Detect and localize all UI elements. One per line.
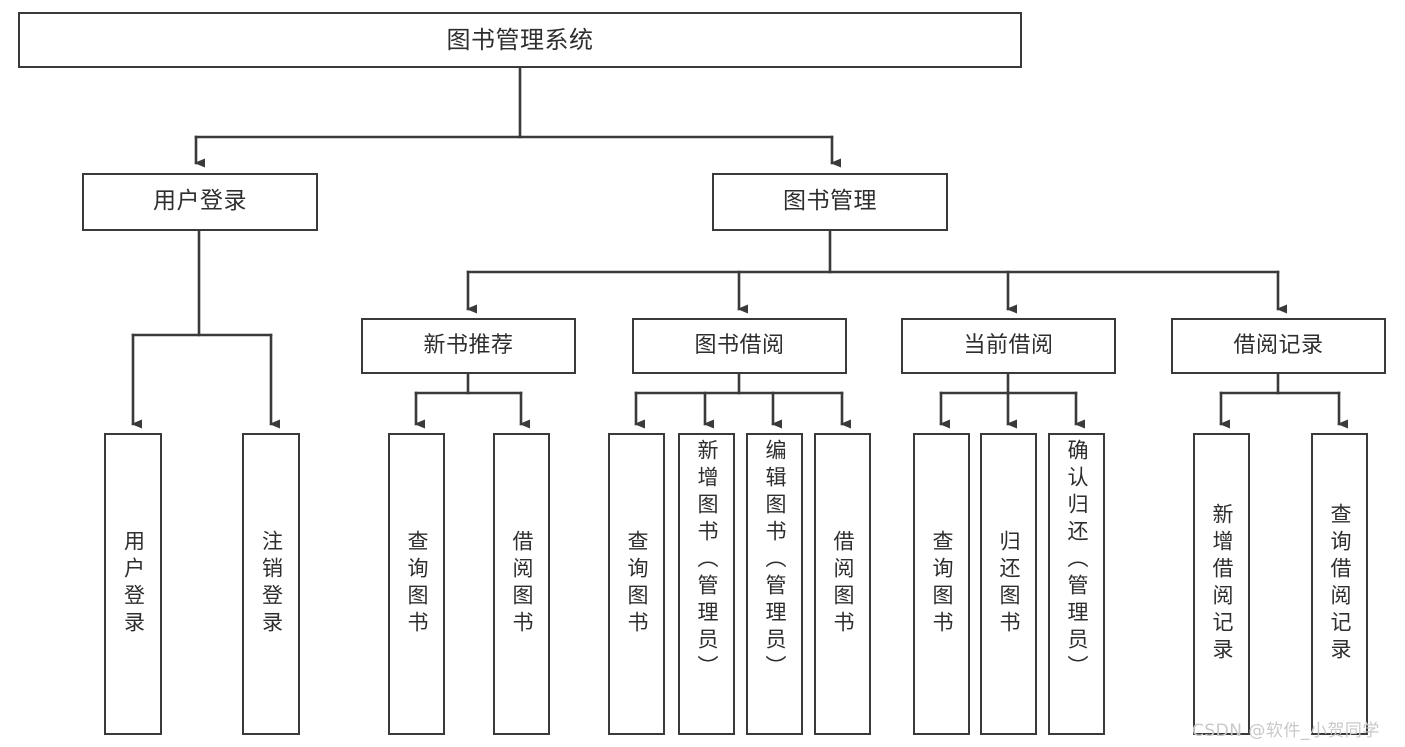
node-leaf-logout-label: 注销登录	[259, 530, 284, 638]
node-borrow-record-label: 借阅记录	[1233, 333, 1324, 359]
node-leaf-query-record-label: 查询借阅记录	[1328, 503, 1352, 665]
node-leaf-query-book-1[interactable]: 查询图书	[388, 433, 445, 735]
node-leaf-query-book-2[interactable]: 查询图书	[608, 433, 665, 735]
node-leaf-edit-book-label: 编辑图书（管理员）	[763, 439, 787, 682]
node-leaf-return-book[interactable]: 归还图书	[980, 433, 1037, 735]
node-leaf-user-login-label: 用户登录	[121, 530, 146, 638]
node-leaf-query-book-3-label: 查询图书	[930, 530, 954, 638]
node-leaf-add-record[interactable]: 新增借阅记录	[1193, 433, 1250, 735]
node-book-manage-label: 图书管理	[783, 188, 877, 215]
node-leaf-logout[interactable]: 注销登录	[242, 433, 300, 735]
node-new-book-rec-label: 新书推荐	[423, 333, 514, 359]
node-leaf-borrow-book-1-label: 借阅图书	[510, 530, 534, 638]
watermark-text: CSDN @软件_小贺同学	[1192, 721, 1380, 741]
node-user-login[interactable]: 用户登录	[82, 173, 318, 231]
node-leaf-return-book-label: 归还图书	[997, 530, 1021, 638]
node-leaf-borrow-book-2-label: 借阅图书	[831, 530, 855, 638]
node-leaf-user-login[interactable]: 用户登录	[104, 433, 162, 735]
node-root-label: 图书管理系统	[446, 25, 594, 54]
node-leaf-query-book-1-label: 查询图书	[405, 530, 429, 638]
node-leaf-query-book-2-label: 查询图书	[625, 530, 649, 638]
node-leaf-query-record[interactable]: 查询借阅记录	[1311, 433, 1368, 735]
node-book-borrow-label: 图书借阅	[694, 333, 785, 359]
node-leaf-confirm-return[interactable]: 确认归还（管理员）	[1048, 433, 1105, 735]
node-current-borrow[interactable]: 当前借阅	[901, 318, 1116, 374]
node-book-manage[interactable]: 图书管理	[712, 173, 948, 231]
node-leaf-add-book-label: 新增图书（管理员）	[695, 439, 719, 682]
node-borrow-record[interactable]: 借阅记录	[1171, 318, 1386, 374]
node-book-borrow[interactable]: 图书借阅	[632, 318, 847, 374]
node-leaf-add-book[interactable]: 新增图书（管理员）	[678, 433, 735, 735]
node-leaf-borrow-book-1[interactable]: 借阅图书	[493, 433, 550, 735]
node-leaf-confirm-return-label: 确认归还（管理员）	[1065, 439, 1089, 682]
node-leaf-query-book-3[interactable]: 查询图书	[913, 433, 970, 735]
node-leaf-borrow-book-2[interactable]: 借阅图书	[814, 433, 871, 735]
node-current-borrow-label: 当前借阅	[963, 333, 1054, 359]
node-leaf-edit-book[interactable]: 编辑图书（管理员）	[746, 433, 803, 735]
node-user-login-label: 用户登录	[153, 188, 247, 215]
node-leaf-add-record-label: 新增借阅记录	[1210, 503, 1234, 665]
node-new-book-rec[interactable]: 新书推荐	[361, 318, 576, 374]
node-root[interactable]: 图书管理系统	[18, 12, 1022, 68]
